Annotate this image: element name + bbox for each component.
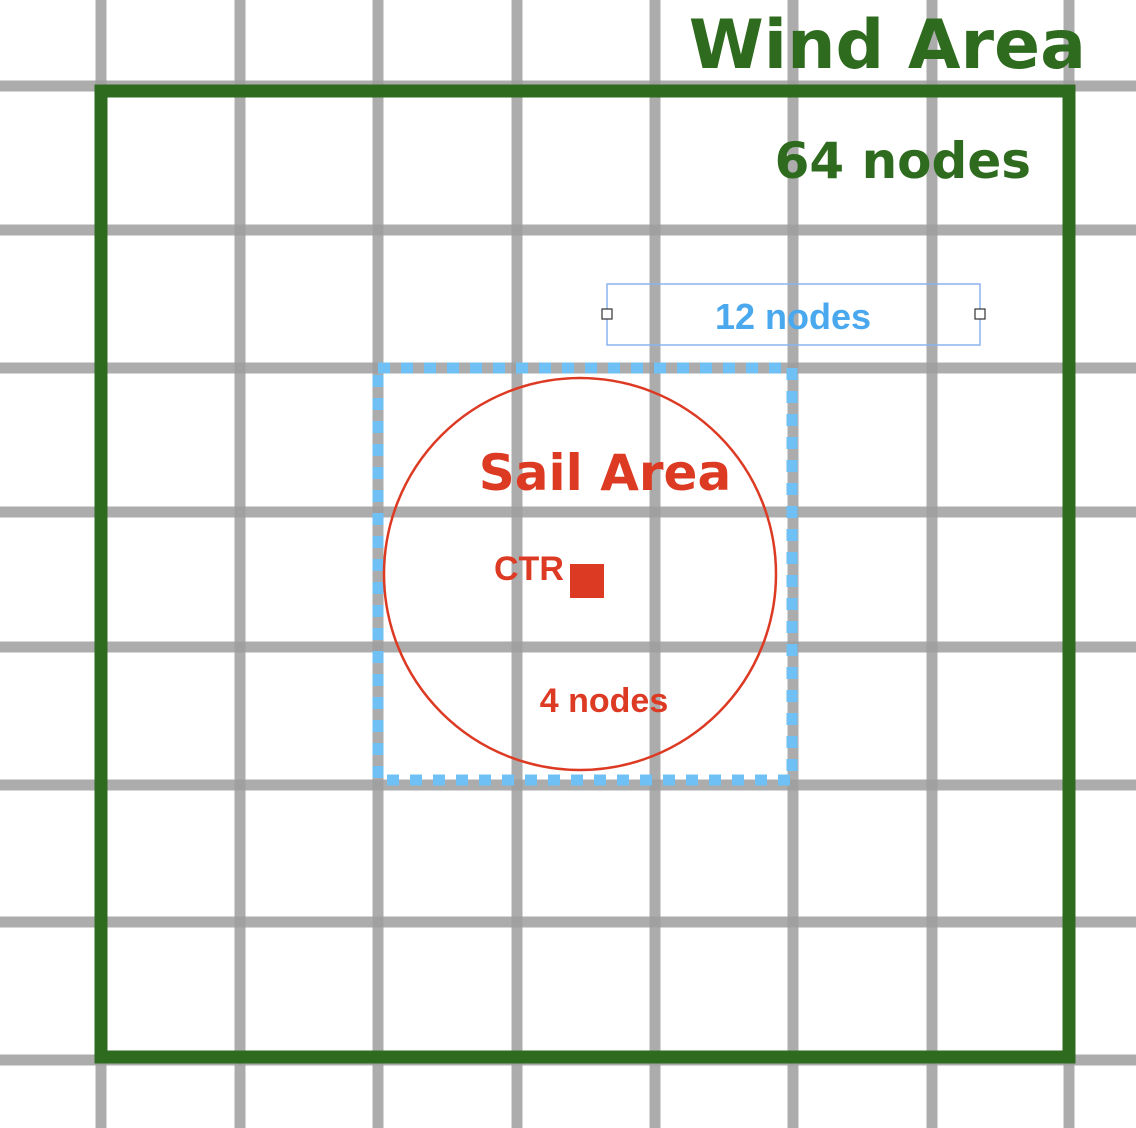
- sail-area-title: Sail Area: [479, 444, 731, 502]
- sail-area-nodes-label: 4 nodes: [540, 682, 668, 720]
- textbox-right-handle[interactable]: [974, 308, 986, 320]
- wind-area-boundary: [94, 84, 1076, 1064]
- wind-area-nodes-label: 64 nodes: [775, 132, 1031, 190]
- sail-area-circle: [382, 376, 778, 772]
- blue-node-area-boundary: [372, 362, 798, 786]
- wind-area-title: Wind Area: [689, 6, 1086, 85]
- center-label: CTR: [494, 550, 564, 588]
- center-marker: [570, 564, 604, 598]
- textbox-left-handle[interactable]: [601, 308, 613, 320]
- blue-area-nodes-label: 12 nodes: [715, 296, 871, 337]
